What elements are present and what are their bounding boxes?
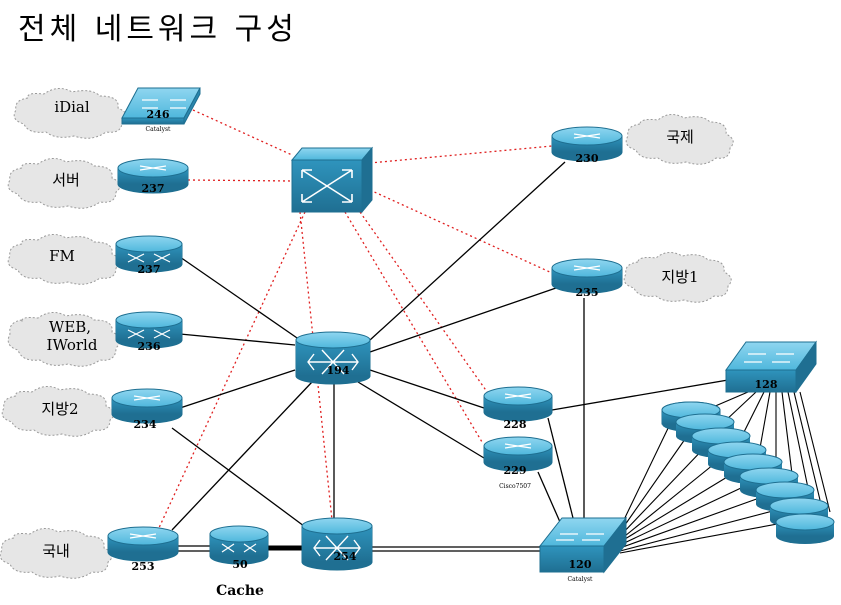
- links-128-fanout: [705, 391, 831, 513]
- device-label-230: 230: [576, 152, 599, 165]
- switch-128: 128: [725, 340, 817, 394]
- router-234: 234: [111, 388, 183, 431]
- cluster-router: [775, 513, 835, 544]
- cloud-label-international: 국제: [666, 128, 694, 146]
- link-236-194: [179, 333, 296, 346]
- cloud-label-web-line1: WEB,: [49, 318, 91, 336]
- link-194-230: [369, 161, 566, 341]
- device-label-194: 194: [327, 364, 350, 377]
- switch-120: 120 Catalyst: [538, 516, 628, 583]
- device-label-228: 228: [504, 418, 527, 431]
- device-label-237-fm: 237: [138, 263, 161, 276]
- link-234-254: [171, 427, 313, 533]
- cloud-label-region1: 지방1: [661, 268, 698, 286]
- switch-246: 246 Catalyst: [121, 87, 201, 133]
- cloud-label-idial: iDial: [54, 98, 90, 116]
- page-title: 전체 네트워크 구성: [18, 12, 298, 47]
- device-label-254: 254: [334, 550, 357, 563]
- link-194-229: [357, 381, 485, 459]
- cache-label: Cache: [216, 583, 264, 599]
- device-label-50: 50: [232, 558, 248, 571]
- device-label-253: 253: [132, 560, 155, 573]
- router-235: 235: [551, 258, 623, 299]
- link-gigaswitch-254: [299, 211, 333, 521]
- link-194-235: [369, 287, 557, 353]
- cloud-label-server: 서버: [52, 171, 80, 189]
- link-gigaswitch-229: [344, 211, 483, 443]
- links-solid: [171, 161, 729, 552]
- cloud-server: 서버: [7, 158, 121, 209]
- router-cluster: [661, 401, 835, 544]
- cloud-label-web-line2: IWorld: [47, 336, 98, 354]
- device-label-128: 128: [755, 378, 778, 391]
- link-228-128: [551, 379, 729, 411]
- link-gigaswitch-235: [369, 189, 553, 274]
- switch-router-254: 254: [301, 517, 373, 571]
- link-gigaswitch-230: [369, 145, 553, 164]
- device-sublabel-229: Cisco7507: [499, 483, 531, 490]
- link-234-194: [179, 369, 296, 409]
- link-fm-194: [179, 256, 301, 341]
- router-50-cache: 50: [209, 525, 269, 571]
- cloud-label-region2: 지방2: [41, 400, 78, 418]
- router-230: 230: [551, 126, 623, 165]
- cloud-label-domestic: 국내: [42, 542, 70, 560]
- cloud-domestic: 국내: [0, 528, 113, 579]
- router-229: 229 Cisco7507: [483, 436, 553, 490]
- router-236: 236: [115, 311, 183, 353]
- device-label-120: 120: [569, 558, 592, 571]
- link-228-120: [547, 417, 575, 523]
- cloud-label-fm: FM: [49, 247, 75, 265]
- links-red-dotted: [157, 109, 553, 531]
- router-237-fm: 237: [115, 235, 183, 276]
- switch-router-194: 194: [295, 331, 371, 385]
- link-gigaswitch-228: [359, 211, 491, 397]
- device-label-235: 235: [576, 286, 599, 299]
- device-label-234: 234: [134, 418, 157, 431]
- link-229-120: [537, 471, 561, 523]
- cloud-international: 국제: [625, 114, 734, 165]
- device-label-236: 236: [138, 340, 161, 353]
- link-gigaswitch-253: [157, 211, 306, 531]
- link-194-228: [369, 369, 485, 409]
- device-label-237-server: 237: [142, 182, 165, 195]
- router-237-server: 237: [117, 158, 189, 195]
- cloud-fm: FM: [7, 234, 121, 285]
- device-sublabel-120: Catalyst: [568, 576, 594, 583]
- cloud-region1: 지방1: [623, 252, 732, 303]
- device-sublabel-246: Catalyst: [146, 126, 172, 133]
- gigaswitch: [290, 146, 374, 214]
- cloud-web: WEB, IWorld: [7, 312, 121, 367]
- device-label-229: 229: [504, 464, 527, 477]
- link-237-gigaswitch: [187, 179, 293, 182]
- links-120-fanout: [619, 419, 811, 554]
- router-228: 228: [483, 386, 553, 431]
- router-253: 253: [107, 526, 179, 573]
- cloud-region2: 지방2: [1, 386, 115, 437]
- link-194-253: [171, 381, 313, 531]
- cloud-idial: iDial: [13, 88, 127, 139]
- device-label-246: 246: [147, 108, 170, 121]
- link-246-gigaswitch: [192, 109, 293, 156]
